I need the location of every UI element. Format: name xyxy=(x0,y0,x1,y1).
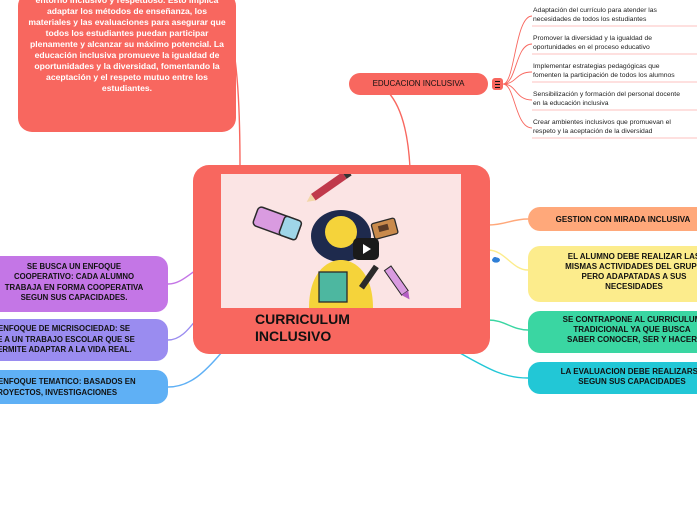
educacion-item-line: fomenten la participación de todos los a… xyxy=(533,72,675,79)
contrapone-line: SABER CONOCER, SER Y HACER xyxy=(567,335,697,344)
central-title: CURRICULUM INCLUSIVO xyxy=(255,311,350,345)
tematico-line: ENFOQUE TEMATICO: BASADOS EN xyxy=(0,377,136,386)
educacion-item[interactable]: Crear ambientes inclusivos que promuevan… xyxy=(533,118,671,136)
evaluacion-node[interactable]: LA EVALUACION DEBE REALIZARSE SEGUN SUS … xyxy=(528,362,697,394)
microsociedad-line: PERMITE ADAPTAR A LA VIDA REAL. xyxy=(0,345,132,354)
educacion-item-line: Implementar estrategias pedagógicas que xyxy=(533,63,660,70)
cooperativo-node[interactable]: SE BUSCA UN ENFOQUE COOPERATIVO: CADA AL… xyxy=(0,256,168,312)
alumno-line: NECESIDADES xyxy=(605,282,663,291)
top-note-text: entorno inclusivo y respetuoso. Esto imp… xyxy=(28,0,226,93)
play-video-button[interactable] xyxy=(353,238,379,260)
educacion-item[interactable]: Sensibilización y formación del personal… xyxy=(533,90,680,108)
notes-icon[interactable] xyxy=(492,78,503,90)
topic-illustration[interactable] xyxy=(221,174,461,308)
evaluacion-line: SEGUN SUS CAPACIDADES xyxy=(578,377,686,386)
microsociedad-line: ENFOQUE DE MICRISOCIEDAD: SE xyxy=(0,324,131,333)
alumno-line: MISMAS ACTIVIDADES DEL GRUPO xyxy=(565,262,697,271)
educacion-item[interactable]: Adaptación del currículo para atender la… xyxy=(533,6,657,24)
contrapone-node[interactable]: SE CONTRAPONE AL CURRICULUM TRADICIONAL … xyxy=(528,311,697,353)
alumno-line: EL ALUMNO DEBE REALIZAR LAS xyxy=(567,252,697,261)
educacion-inclusiva-label: EDUCACION INCLUSIVA xyxy=(372,79,465,88)
educacion-item-line: respeto y la aceptación de la diversidad xyxy=(533,128,653,135)
educacion-item-line: necesidades de todos los estudiantes xyxy=(533,16,647,23)
central-title-line2: INCLUSIVO xyxy=(255,328,332,344)
alumno-line: PERO ADAPATADAS A SUS xyxy=(581,272,687,281)
evaluacion-line: LA EVALUACION DEBE REALIZARSE xyxy=(560,367,697,376)
top-note: entorno inclusivo y respetuoso. Esto imp… xyxy=(18,0,236,132)
school-supplies-illustration xyxy=(252,174,410,308)
educacion-item[interactable]: Promover la diversidad y la igualdad de … xyxy=(533,34,652,52)
educacion-item-line: Promover la diversidad y la igualdad de xyxy=(533,35,653,42)
cooperativo-line: COOPERATIVO: CADA ALUMNO xyxy=(13,272,135,282)
educacion-item-line: Adaptación del currículo para atender la… xyxy=(533,7,657,14)
educacion-item-line: Sensibilización y formación del personal… xyxy=(533,91,680,98)
educacion-item[interactable]: Implementar estrategias pedagógicas que … xyxy=(533,62,675,80)
central-title-line1: CURRICULUM xyxy=(255,311,350,327)
central-topic[interactable]: CURRICULUM INCLUSIVO xyxy=(193,165,490,354)
gestion-node[interactable]: GESTION CON MIRADA INCLUSIVA xyxy=(528,207,697,231)
contrapone-line: SE CONTRAPONE AL CURRICULUM xyxy=(562,315,697,324)
educacion-item-line: en la educación inclusiva xyxy=(533,100,609,107)
educacion-item-line: oportunidades en el proceso educativo xyxy=(533,44,650,51)
cooperativo-line: SE BUSCA UN ENFOQUE xyxy=(26,262,122,271)
microsociedad-line: VE A UN TRABAJO ESCOLAR QUE SE xyxy=(0,334,135,344)
gestion-label: GESTION CON MIRADA INCLUSIVA xyxy=(555,215,691,224)
tematico-line: PROYECTOS, INVESTIGACIONES xyxy=(0,387,118,397)
cooperativo-line: TRABAJA EN FORMA COOPERATIVA xyxy=(4,282,144,292)
educacion-inclusiva-node[interactable]: EDUCACION INCLUSIVA xyxy=(349,73,488,95)
contrapone-line: TRADICIONAL YA QUE BUSCA xyxy=(573,325,691,334)
tematico-node[interactable]: ENFOQUE TEMATICO: BASADOS EN PROYECTOS, … xyxy=(0,370,168,404)
microsociedad-node[interactable]: ENFOQUE DE MICRISOCIEDAD: SE VE A UN TRA… xyxy=(0,319,168,361)
cooperativo-line: SEGUN SUS CAPACIDADES. xyxy=(20,292,128,302)
educacion-item-line: Crear ambientes inclusivos que promuevan… xyxy=(533,119,671,126)
alumno-node[interactable]: EL ALUMNO DEBE REALIZAR LAS MISMAS ACTIV… xyxy=(528,246,697,302)
cloud-icon[interactable] xyxy=(491,256,501,263)
